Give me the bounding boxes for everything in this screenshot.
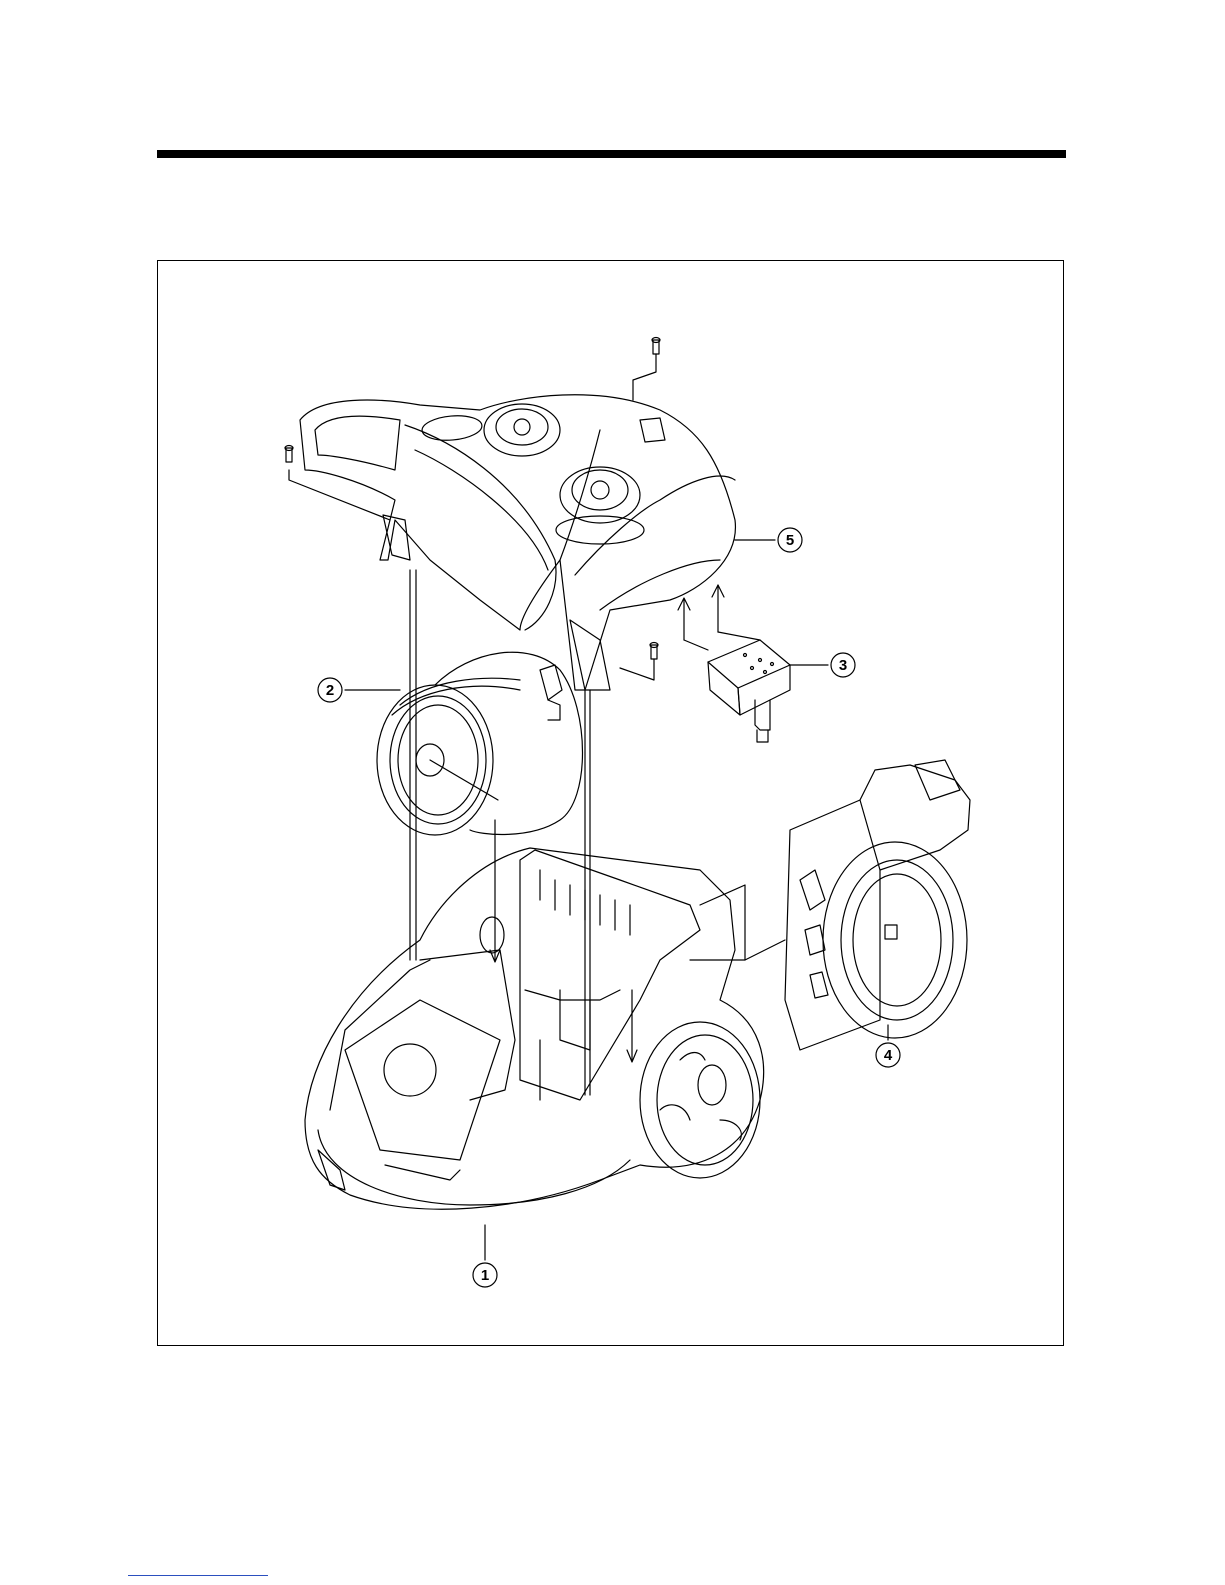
screw-top [652,338,660,355]
cord-reel-assembly [785,760,970,1050]
screw-left [285,446,293,463]
callout-label-3: 3 [839,657,847,674]
screw-middle [650,643,658,660]
callout-label-2: 2 [326,682,334,699]
pcb-assembly [708,640,790,742]
callout-label-1: 1 [481,1267,489,1284]
callout-label-5: 5 [786,532,794,549]
top-cover [300,395,735,690]
vacuum-body [305,848,764,1209]
motor-filter-assembly [377,652,583,835]
footer-underline [128,1575,268,1576]
callout-label-4: 4 [884,1047,893,1064]
